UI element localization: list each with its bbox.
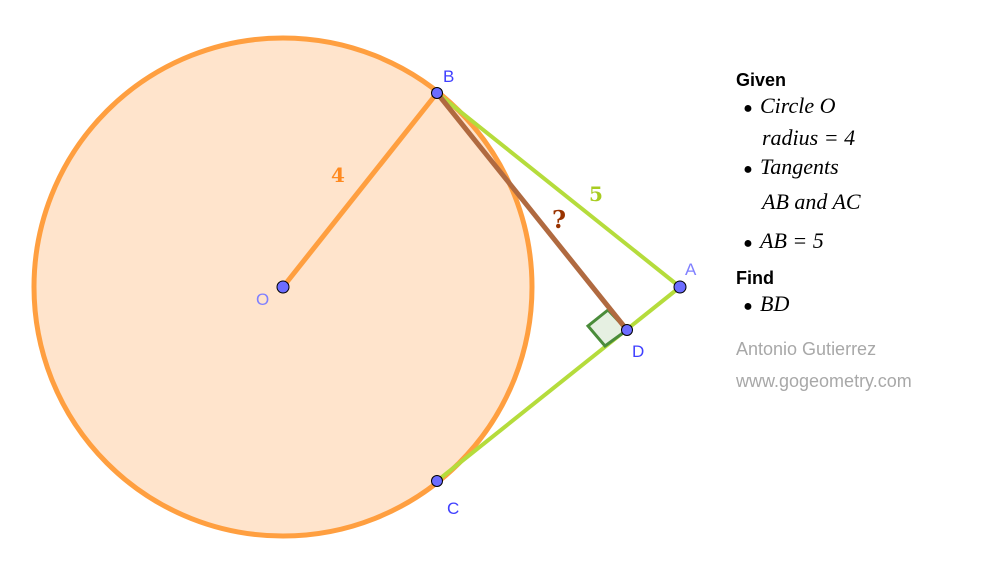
point-c — [431, 475, 443, 487]
segment-bd — [435, 91, 629, 332]
author-credit: Antonio Gutierrez — [736, 339, 877, 359]
given-item: ●AB = 5 — [743, 228, 824, 253]
given-item: ●Tangents — [743, 154, 839, 179]
given-text: Tangents — [760, 154, 839, 179]
label-a: A — [685, 260, 697, 279]
point-d — [621, 324, 633, 336]
point-b — [431, 87, 443, 99]
label-b: B — [443, 67, 454, 86]
given-heading: Given — [736, 70, 787, 90]
label-ab-length: 5 — [589, 182, 603, 206]
point-o — [276, 280, 290, 294]
given-item: radius = 4 — [736, 123, 861, 152]
tangent-ac — [435, 285, 682, 483]
label-d: D — [632, 342, 644, 361]
label-o: O — [256, 290, 269, 309]
find-heading: Find — [736, 268, 774, 288]
website-link[interactable]: www.gogeometry.com — [736, 371, 912, 391]
given-text: radius = 4 — [762, 125, 856, 150]
find-text: BD — [760, 291, 790, 316]
label-radius-length: 4 — [331, 163, 345, 187]
given-text: AB and AC — [762, 189, 861, 214]
find-item: ●BD — [743, 291, 790, 316]
point-a — [673, 280, 687, 294]
given-text: Circle O — [760, 93, 836, 118]
problem-panel: Given ●Circle O radius = 4 ●Tangents AB … — [736, 70, 861, 321]
right-angle-marker — [585, 307, 630, 349]
tangent-ab — [435, 91, 682, 289]
radius-ob — [281, 91, 439, 289]
given-item: AB and AC — [736, 187, 861, 216]
given-item: ●Circle O — [743, 93, 836, 118]
label-c: C — [447, 499, 459, 518]
label-bd-unknown: ? — [552, 205, 566, 234]
given-text: AB = 5 — [760, 228, 824, 253]
